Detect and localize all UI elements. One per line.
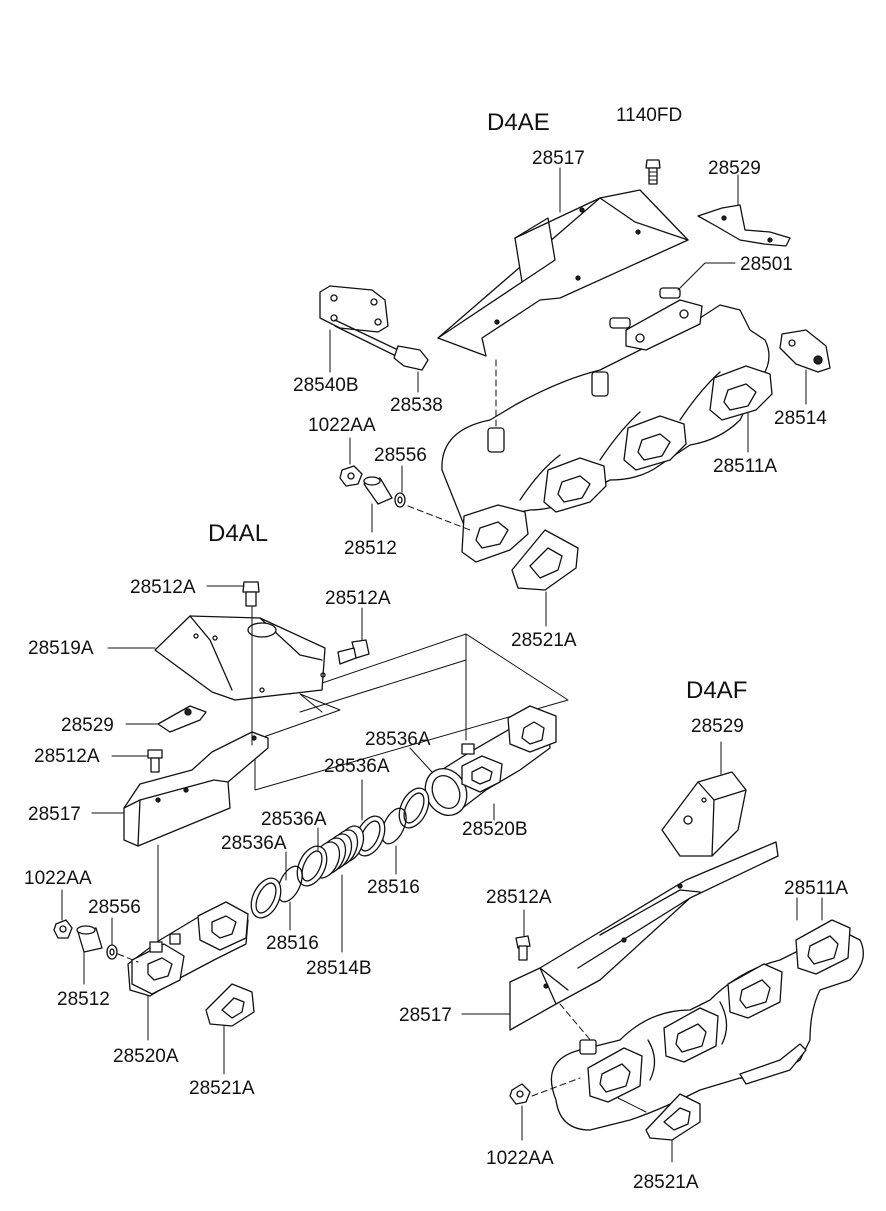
gasket-28521a-d4af [645,1093,701,1141]
bracket-28540b [319,285,389,333]
gasket-28516-2 [277,865,303,903]
bracket-28529-d4af [661,771,747,857]
label-28517-d4al: 28517 [28,804,81,825]
nut-1022aa-d4af [509,1083,531,1105]
label-28516-2: 28516 [266,933,319,954]
spacer-28512-d4ae [363,476,393,505]
nut-1022aa-d4ae [339,465,363,487]
heat-shield-d4ae [437,189,689,357]
group-title-d4af: D4AF [686,677,747,704]
label-28536a-2: 28536A [324,756,390,777]
label-28514b: 28514B [306,958,372,979]
bolt-28512a-1 [242,581,260,607]
label-28512a-d4al-2: 28512A [325,588,391,609]
label-28521a-d4al: 28521A [189,1078,255,1099]
heat-shield-28519a [154,615,326,701]
manifold-28501 [441,287,773,563]
nut-1022aa-d4al [53,919,73,939]
bolt-28512a-2 [337,639,370,665]
label-28516-1: 28516 [367,877,420,898]
group-title-d4ae: D4AE [487,109,550,136]
gasket-28521a-d4ae [511,529,579,591]
gasket-28521a-d4al [205,983,255,1027]
label-28512a-d4al-1: 28512A [130,577,196,598]
label-1022aa-d4ae: 1022AA [308,415,376,436]
bracket-28529-d4al [157,705,207,733]
bolt-28512a-3 [147,749,163,773]
label-28536a-3: 28536A [261,809,327,830]
label-28511a-d4af: 28511A [784,878,848,899]
ring-28536a-3 [296,845,328,887]
label-28536a-1: 28536A [365,729,431,750]
washer-28556-d4ae [394,492,406,508]
label-28521a-d4af: 28521A [633,1172,699,1193]
label-28519a: 28519A [28,638,94,659]
label-28538: 28538 [390,395,443,416]
label-28521a-d4ae: 28521A [511,630,577,651]
bolt-1140fd [645,159,661,185]
plate-28514 [779,329,831,373]
heat-shield-28517-d4af [509,841,779,1031]
label-28529-d4ae: 28529 [708,158,761,179]
leader-lines-d4af [461,741,823,1163]
label-28501: 28501 [740,254,793,275]
label-28540b: 28540B [293,375,359,396]
label-1022aa-d4al: 1022AA [24,868,92,889]
label-28520a: 28520A [113,1046,179,1067]
label-28517-d4ae: 28517 [532,148,585,169]
label-28529-d4af: 28529 [691,716,744,737]
spacer-28512-d4al [76,925,103,953]
label-28517-d4af: 28517 [399,1005,452,1026]
bracket-28529-d4ae [697,204,791,247]
label-28529-d4al: 28529 [61,715,114,736]
label-1140fd: 1140FD [616,105,682,126]
label-28536a-4: 28536A [221,833,287,854]
group-title-d4al: D4AL [208,520,268,547]
label-28514: 28514 [774,408,827,429]
label-28556-d4al: 28556 [88,897,141,918]
label-28556-d4ae: 28556 [374,445,427,466]
label-28512-d4ae: 28512 [344,538,397,559]
label-28512a-d4al-3: 28512A [34,746,100,767]
bolt-28512a-d4af [515,935,531,961]
label-28520b: 28520B [462,819,528,840]
manifold-28511a-d4af [550,919,864,1131]
label-28511a-d4ae: 28511A [713,456,777,477]
label-28512a-d4af: 28512A [486,887,552,908]
bolt-28538 [334,319,429,371]
pipe-28520b [424,705,557,816]
ring-28536a-4 [250,877,282,919]
leader-lines-d4al [61,585,495,1075]
assembly-outline-d4al [254,633,569,791]
pipe-28520a [127,901,249,997]
gasket-28516-1 [381,807,407,845]
washer-28556-d4al [106,944,118,960]
leader-lines-d4ae [329,167,807,627]
heat-shield-28517-d4al [123,731,269,847]
label-1022aa-d4af: 1022AA [486,1148,554,1169]
label-28512-d4al: 28512 [57,989,110,1010]
